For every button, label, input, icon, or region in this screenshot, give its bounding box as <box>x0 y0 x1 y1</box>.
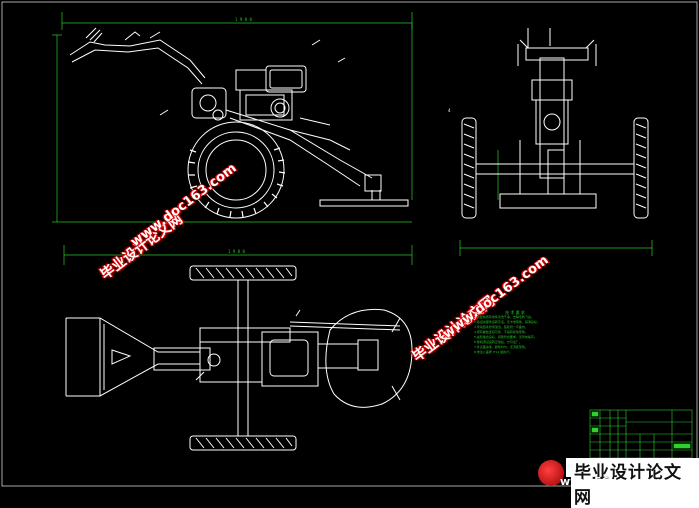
note-line: 7.外表面涂漆，颜色均匀，无流挂现象。 <box>474 345 528 349</box>
technical-requirements-notes: 技 术 要 求 1.装配前所有零件清洗干净，去除毛刺飞边。 2.各运动部件运转灵… <box>474 310 586 355</box>
svg-text:1 9 8 0: 1 9 8 0 <box>235 17 252 22</box>
drawing-border <box>1 1 698 487</box>
plan-view: 1 9 8 0 <box>63 245 413 451</box>
footer-logo-url: www.56doc.com <box>560 475 661 488</box>
note-line: 3.传动链条张紧适当，链轮同一平面内。 <box>474 325 528 329</box>
front-elevation-view: 4 <box>448 28 653 256</box>
title-block <box>589 409 693 459</box>
svg-text:1 9 8 0: 1 9 8 0 <box>228 249 245 254</box>
note-line: 2.各运动部件运转灵活，无卡滞现象，润滑良好。 <box>474 320 540 324</box>
note-line: 8.未注公差按 IT12 级执行。 <box>474 350 513 354</box>
side-elevation-view: 1 9 8 0 <box>52 12 413 223</box>
note-line: 4.所有螺栓连接可靠，不得有松动现象。 <box>474 330 528 334</box>
note-line: 1.装配前所有零件清洗干净，去除毛刺飞边。 <box>474 315 534 319</box>
note-line: 6.整机调试运转正常后，方可出厂。 <box>474 340 522 344</box>
notes-title: 技 术 要 求 <box>505 310 525 315</box>
logo-emblem-icon <box>538 460 564 486</box>
svg-text:4: 4 <box>448 108 451 113</box>
note-line: 5.齿轮啮合良好，间隙符合要求，无异常噪声。 <box>474 335 537 339</box>
cad-drawing-canvas: 1 9 8 0 <box>1 1 698 487</box>
